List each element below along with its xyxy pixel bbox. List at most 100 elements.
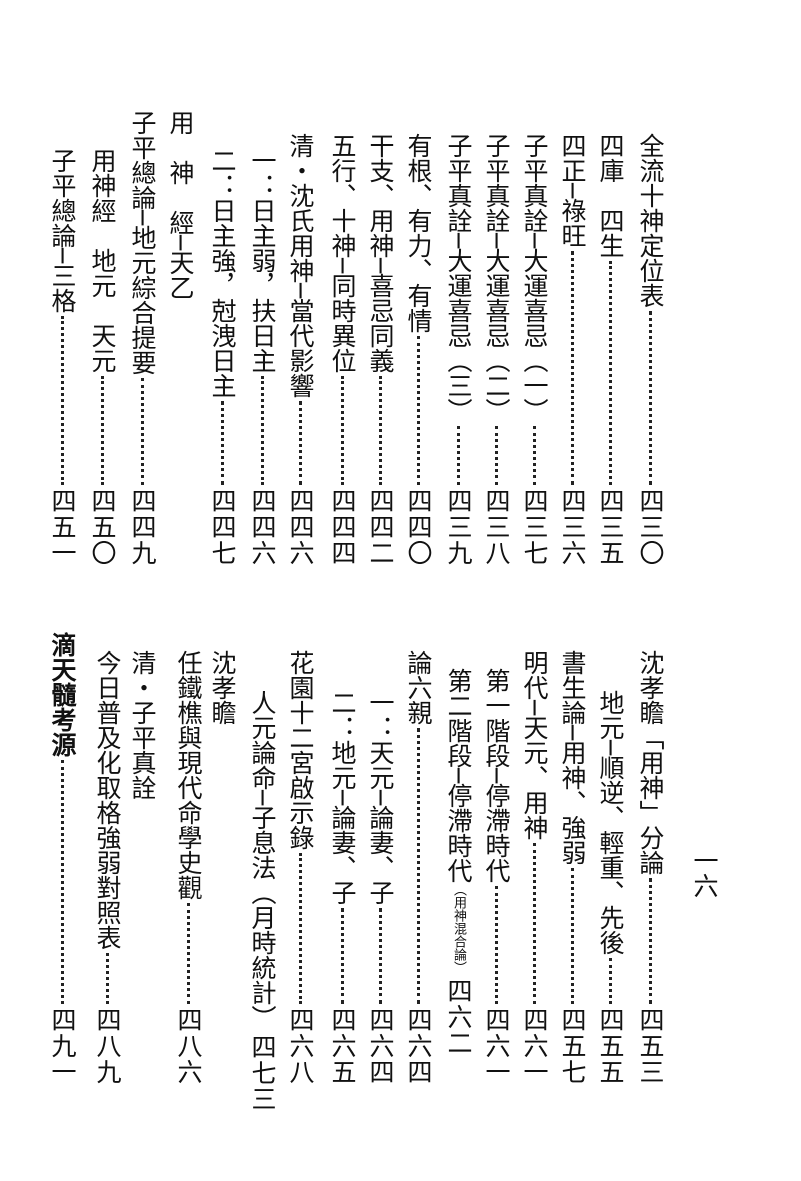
entry-title: 第二階段─停滯時代（用神混合論） [444,668,473,975]
entry-title: 五行、十神─同時異位 [328,133,357,374]
toc-entry[interactable]: 子平總論─三格 四五一 [48,148,77,566]
toc-entry[interactable]: 一：天元─論妻、子 四六四 [366,690,395,1085]
toc-entry[interactable]: 地元─順逆、輕重、先後 四五五 [596,690,625,1085]
toc-entry[interactable]: 第一階段─停滯時代 四六一 [482,668,511,1085]
toc-entry[interactable]: 今日普及化取格強弱對照表 四八九 [93,650,122,1085]
dot-leader [299,401,302,485]
toc-entry[interactable]: 二：日主強，尅洩日主 四四七 [208,148,237,566]
entry-title: 論六親 [404,650,433,725]
toc-entry[interactable]: 論六親 四六四 [404,650,433,1085]
dot-leader [61,760,64,1004]
toc-entry[interactable]: 全流十神定位表 四三〇 [636,133,665,566]
entry-note: （用神混合論） [451,883,466,975]
toc-entry[interactable]: 一：日主弱，扶日主 四四六 [248,148,277,566]
entry-title: 子平總論─三格 [48,148,77,314]
entry-page: 四四六 [286,488,315,566]
entry-title: 有根、有力、有情 [404,133,433,333]
toc-entry[interactable]: 五行、十神─同時異位 四四四 [328,133,357,566]
entry-page: 四六二 [444,978,473,1057]
entry-page: 四六四 [404,1007,433,1085]
entry-title: 滴天髓考源 [48,632,77,757]
entry-page: 四三八 [482,488,511,566]
entry-title: 干支、用神─喜忌同義 [366,133,395,374]
toc-entry[interactable]: 用 神 經─天乙 [166,110,195,301]
toc-entry[interactable]: 子平真詮─大運喜忌（二） 四三八 [482,133,511,566]
dot-leader [106,953,109,1004]
entry-title: 地元─順逆、輕重、先後 [596,690,625,956]
toc-entry[interactable]: 子平真詮─大運喜忌（三） 四三九 [444,133,473,566]
dot-leader [649,311,652,485]
dot-leader [299,853,302,1004]
dot-leader [495,886,498,1004]
entry-title: 沈孝瞻 [208,650,237,725]
toc-entry[interactable]: 干支、用神─喜忌同義 四四二 [366,133,395,566]
dot-leader [533,843,536,1004]
toc-entry[interactable]: 子平真詮─大運喜忌（一） 四三七 [520,133,549,566]
entry-page: 四五七 [558,1007,587,1085]
toc-entry[interactable]: 子平總論─地元綜合提要 四四九 [128,110,157,566]
dot-leader [101,376,104,485]
toc-entry[interactable]: 清・子平真詮 [128,650,157,800]
entry-title: 一：日主弱，扶日主 [248,148,277,373]
toc-entry[interactable]: 任鐵樵與現代命學史觀 四八六 [174,650,203,1085]
entry-title: 任鐵樵與現代命學史觀 [174,650,203,900]
toc-entry[interactable]: 二：地元─論妻、子 四六五 [328,690,357,1085]
entry-page: 四四二 [366,488,395,566]
toc-entry[interactable]: 清・沈氏用神─當代影響 四四六 [286,133,315,566]
toc-entry[interactable]: 四正─祿旺 四三六 [558,133,587,566]
entry-page: 四四四 [328,488,357,566]
entry-title: 清・子平真詮 [128,650,157,800]
entry-title: 全流十神定位表 [636,133,665,308]
toc-entry[interactable]: 人元論命─子息法（月時統計） 四七三 [248,690,277,1112]
dot-leader [187,903,190,1004]
entry-page: 四五一 [48,488,77,566]
toc-entry[interactable]: 第二階段─停滯時代（用神混合論） 四六二 [444,668,473,1085]
entry-title: 用 神 經─天乙 [166,110,195,301]
dot-leader [261,376,264,485]
dot-leader [61,316,64,485]
entry-page: 四四七 [208,488,237,566]
toc-entry[interactable]: 沈孝瞻「用神」分論 四五三 [636,650,665,1085]
toc-entry[interactable]: 明代─天元、用神 四六一 [520,650,549,1085]
entry-title: 明代─天元、用神 [520,650,549,841]
entry-page: 四六四 [366,1007,395,1085]
entry-page: 四六一 [482,1007,511,1085]
entry-title: 人元論命─子息法（月時統計） [248,690,277,1031]
dot-leader [341,376,344,485]
toc-entry[interactable]: 滴天髓考源 四九一 [48,632,77,1085]
entry-page: 四三五 [596,488,625,566]
dot-leader [417,728,420,1004]
dot-leader [457,426,460,485]
entry-title: 書生論─用神、強弱 [558,650,587,866]
entry-title: 四庫 四生 [596,133,625,258]
entry-page: 四五三 [636,1007,665,1085]
entry-title: 清・沈氏用神─當代影響 [286,133,315,399]
entry-page: 四四六 [248,488,277,566]
toc-entry[interactable]: 用神經 地元 天元 四五〇 [88,148,117,566]
toc-entry[interactable]: 花園十二宮啟示錄 四六八 [286,650,315,1085]
entry-page: 四四〇 [404,488,433,566]
entry-page: 四八六 [174,1007,203,1085]
toc-entry[interactable]: 有根、有力、有情 四四〇 [404,133,433,566]
entry-title: 子平真詮─大運喜忌（一） [520,133,549,424]
entry-title: 二：地元─論妻、子 [328,690,357,906]
toc-entry[interactable]: 沈孝瞻 [208,650,237,725]
entry-title: 子平真詮─大運喜忌（二） [482,133,511,424]
entry-page: 四三六 [558,488,587,566]
dot-leader [495,426,498,485]
entry-page: 四八九 [93,1007,122,1085]
entry-title: 第一階段─停滯時代 [482,668,511,884]
entry-page: 四六五 [328,1007,357,1085]
entry-page: 四四九 [128,488,157,566]
entry-title: 沈孝瞻「用神」分論 [636,650,665,875]
toc-entry[interactable]: 書生論─用神、強弱 四五七 [558,650,587,1085]
dot-leader [379,376,382,485]
dot-leader [609,958,612,1004]
toc-entry[interactable]: 四庫 四生 四三五 [596,133,625,566]
dot-leader [571,251,574,485]
dot-leader [341,908,344,1004]
entry-title: 花園十二宮啟示錄 [286,650,315,850]
dot-leader [379,908,382,1004]
entry-title: 子平真詮─大運喜忌（三） [444,133,473,424]
